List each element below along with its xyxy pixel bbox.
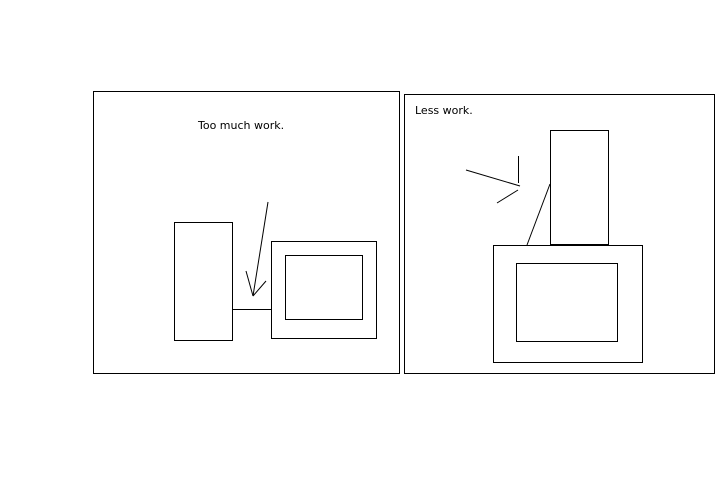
panel-caption: Too much work. bbox=[198, 119, 285, 132]
comic-panel-left: Too much work. bbox=[93, 91, 400, 374]
panel-caption: Less work. bbox=[415, 104, 473, 117]
comic-panel-right: Less work. bbox=[404, 94, 715, 374]
